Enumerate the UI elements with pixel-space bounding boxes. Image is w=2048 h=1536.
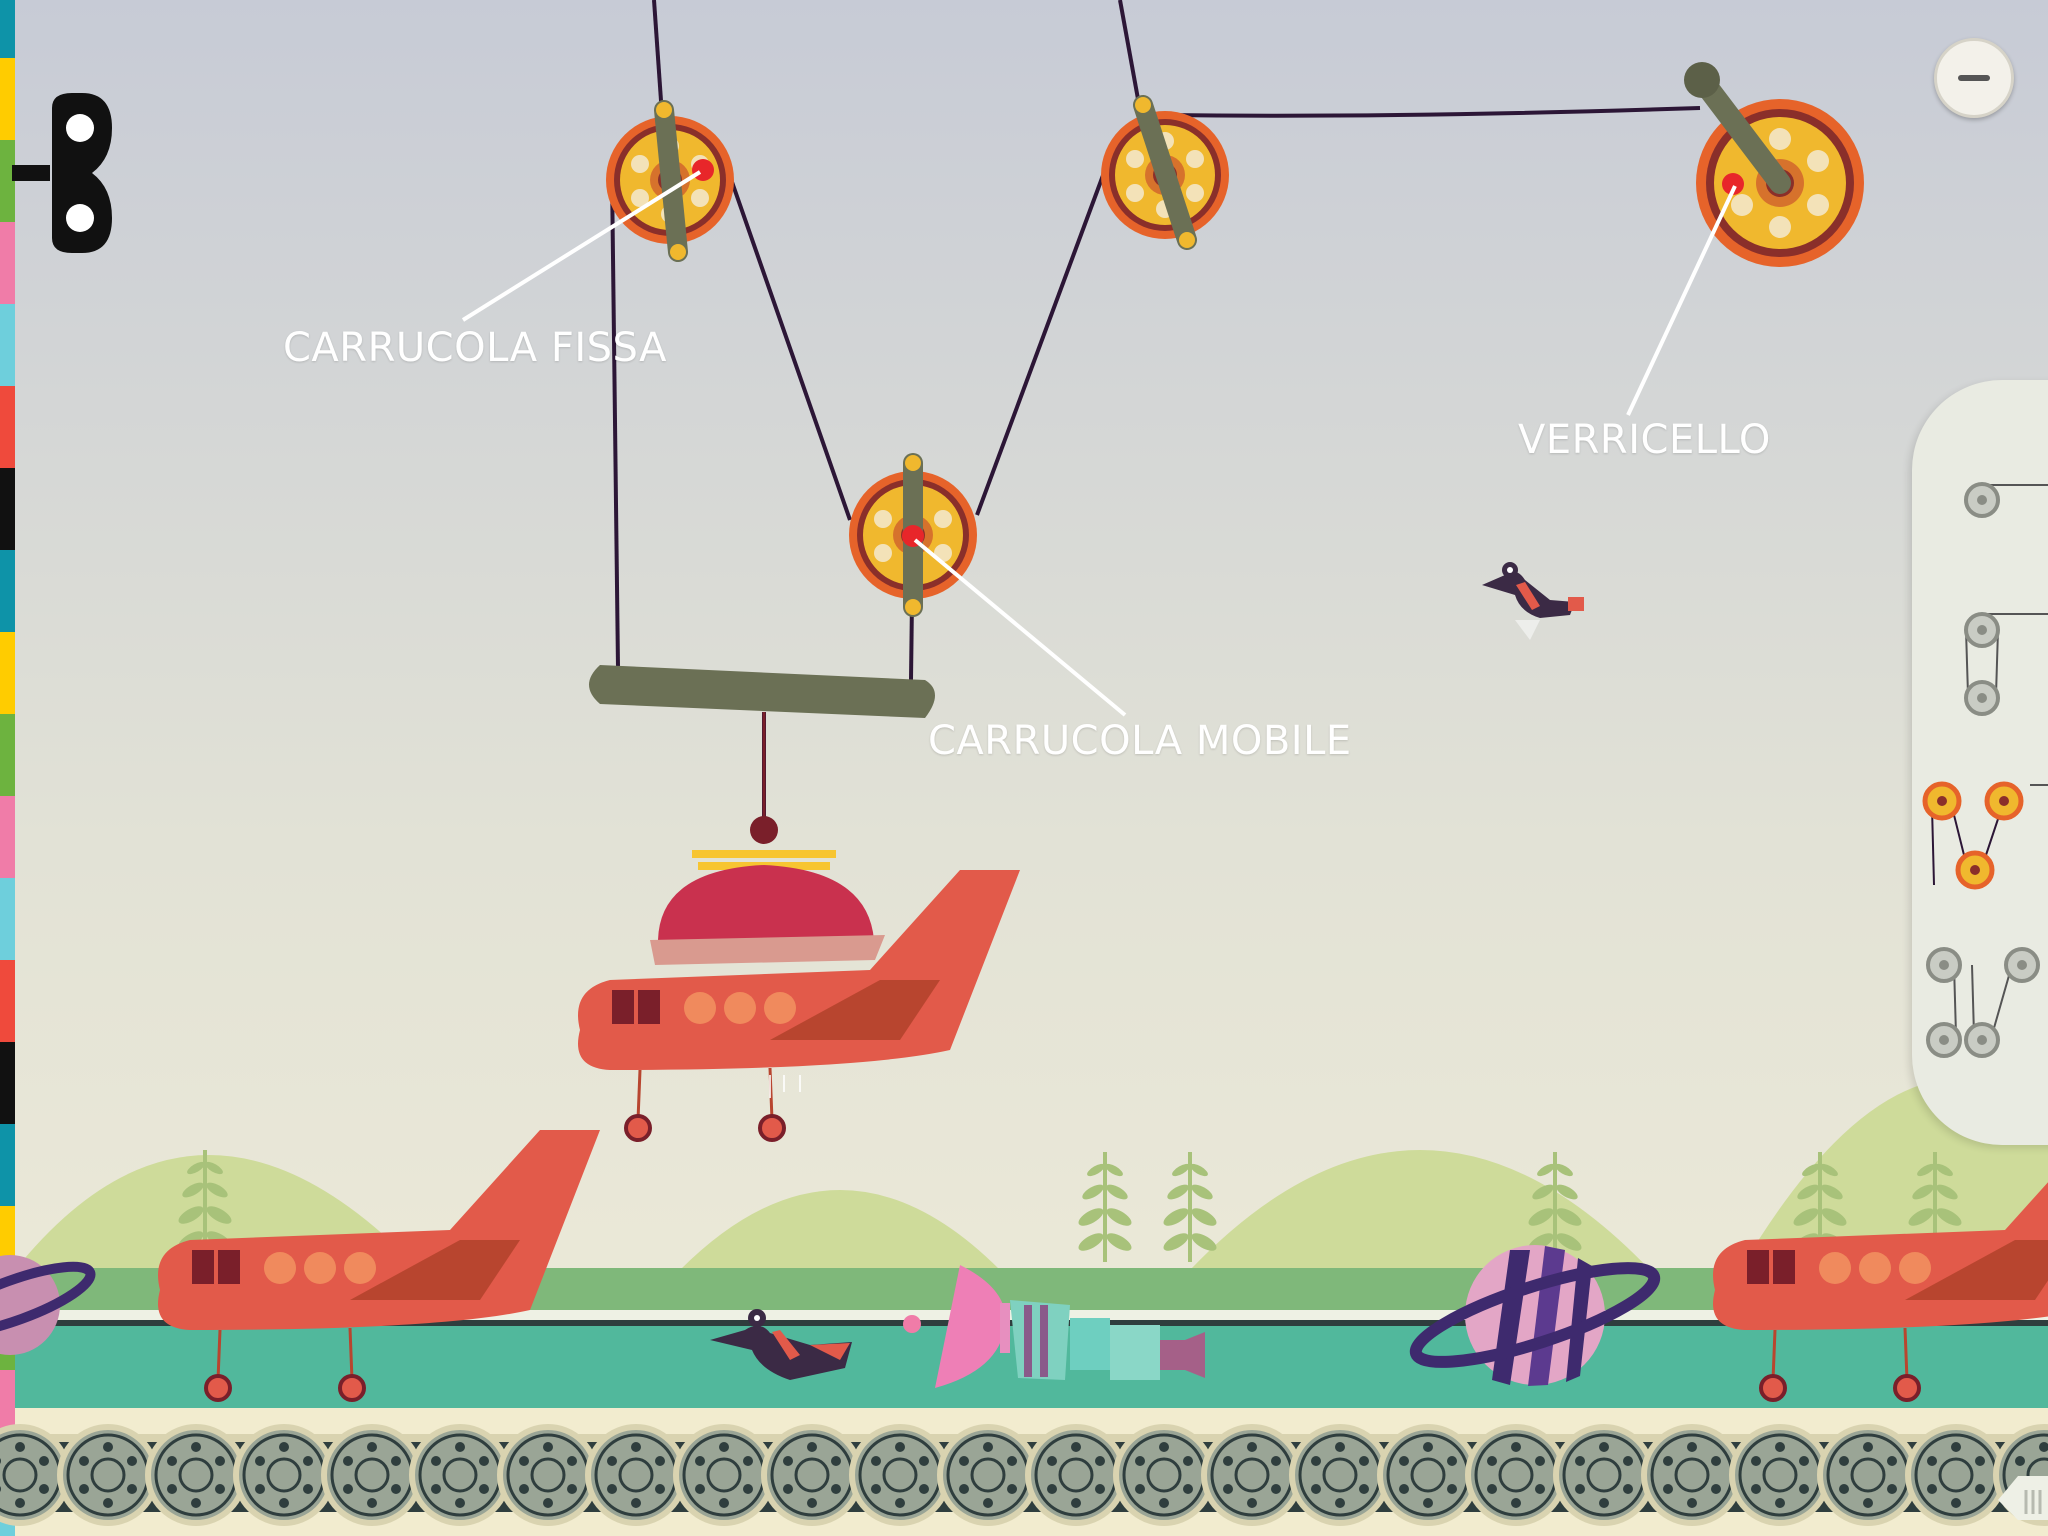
flying-bird[interactable] [1482, 562, 1584, 640]
winch[interactable] [1684, 62, 1864, 267]
winch-marker[interactable] [1722, 173, 1744, 195]
label-movable-pulley: CARRUCOLA MOBILE [928, 718, 1352, 764]
hanging-load[interactable] [576, 712, 1022, 1142]
track-planet-right[interactable] [1407, 1245, 1662, 1386]
left-color-stripe [0, 0, 15, 1536]
fixed-pulley-left[interactable] [606, 100, 734, 262]
callout-lines [461, 170, 1737, 717]
block-and-tackle-icon[interactable] [1912, 775, 2048, 895]
single-pulley-icon[interactable] [1952, 475, 2048, 525]
track-bird[interactable] [710, 1309, 852, 1380]
label-fixed-pulley: CARRUCOLA FISSA [283, 325, 668, 371]
tray-handle[interactable] [1998, 1470, 2048, 1520]
minus-icon [1958, 75, 1990, 81]
movable-pulley[interactable] [849, 453, 977, 617]
wind-up-key-icon[interactable] [12, 88, 122, 258]
fixed-pulley-right[interactable] [1101, 95, 1229, 250]
compound-pulley-icon[interactable] [1912, 945, 2048, 1065]
track-planet-left[interactable] [0, 1254, 97, 1355]
double-pulley-icon[interactable] [1952, 600, 2048, 720]
winch-handle[interactable] [1691, 69, 1791, 194]
fixed-pulley-marker[interactable] [692, 159, 714, 181]
track-rocket[interactable] [903, 1265, 1205, 1388]
label-winch: VERRICELLO [1518, 417, 1771, 463]
pulley-tray[interactable] [1912, 380, 2048, 1145]
minimize-button[interactable] [1934, 38, 2014, 118]
load-beam[interactable] [589, 665, 935, 718]
